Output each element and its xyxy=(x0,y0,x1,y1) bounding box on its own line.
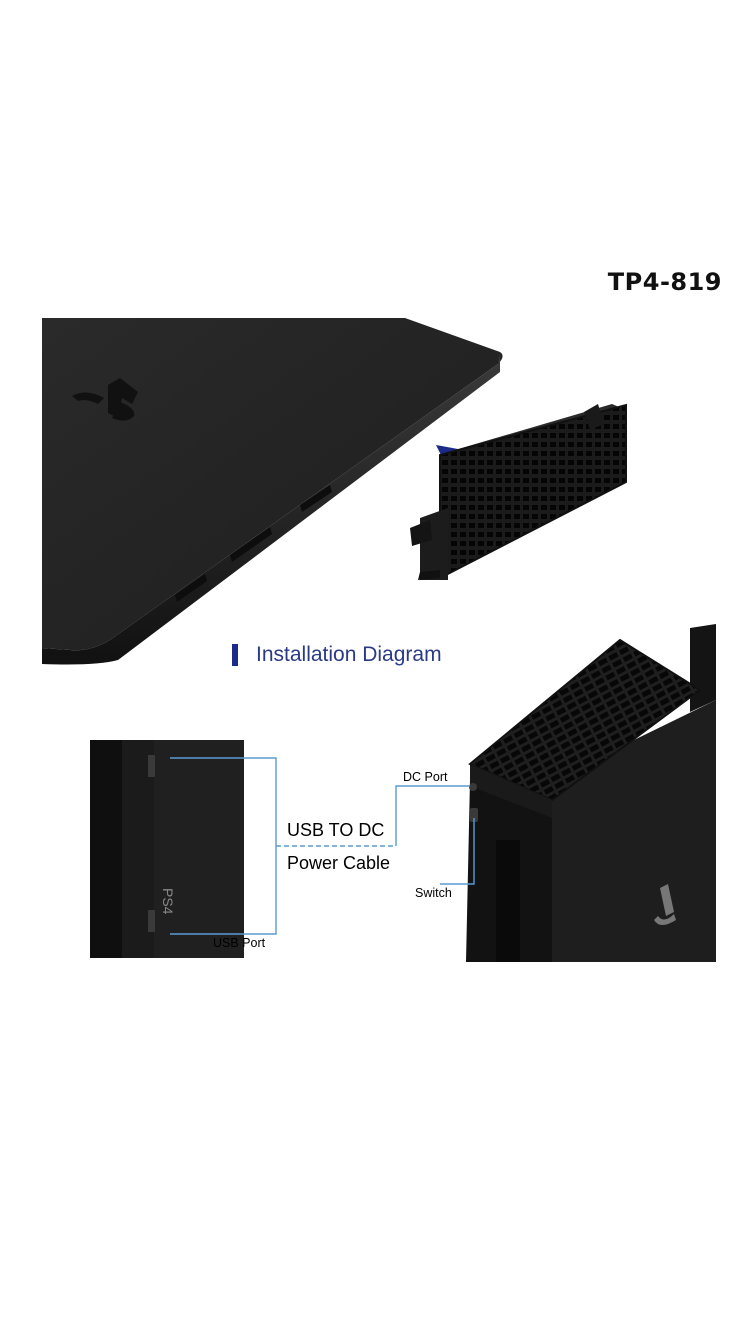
dc-port-icon xyxy=(469,783,477,791)
usb-port-lower xyxy=(148,910,155,932)
usb-port-label: USB Port xyxy=(213,936,266,950)
title-accent-bar xyxy=(232,644,238,666)
switch-label: Switch xyxy=(415,886,452,900)
cooling-fan-unit xyxy=(410,403,627,580)
playstation-logo-icon xyxy=(654,884,676,925)
switch-icon xyxy=(470,808,478,822)
playstation-logo-icon xyxy=(72,378,138,421)
dc-port-label: DC Port xyxy=(403,770,448,784)
cable-label-line2: Power Cable xyxy=(287,853,390,873)
console-side-view: PS4 xyxy=(90,740,244,958)
installation-title-text: Installation Diagram xyxy=(256,643,442,666)
callout-lines xyxy=(170,757,475,935)
usb-port-upper xyxy=(148,755,155,777)
console-vertical-with-fan xyxy=(466,624,716,962)
console-horizontal xyxy=(42,318,503,665)
installation-title: Installation Diagram xyxy=(232,640,442,670)
console-side-text: PS4 xyxy=(160,888,176,915)
model-code: TP4-819 xyxy=(607,268,722,296)
cable-label-line1: USB TO DC xyxy=(287,820,384,840)
